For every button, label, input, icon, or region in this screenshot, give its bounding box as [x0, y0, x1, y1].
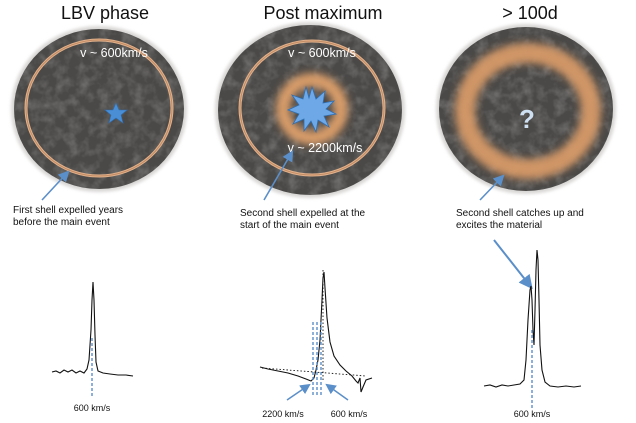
velocity-label-lbv: v ~ 600km/s [80, 46, 148, 60]
spectrum-pointer-arrow [493, 239, 533, 290]
caption-line: First shell expelled years [13, 205, 124, 216]
caption-arrow-100d [479, 174, 505, 201]
caption-arrow-lbv [41, 170, 70, 201]
caption-arrow-post-max [263, 150, 294, 201]
caption-lbv: First shell expelled years before the ma… [13, 205, 123, 229]
caption-line: Second shell expelled at the [240, 208, 366, 219]
spectrum-100d [483, 249, 582, 408]
spectrum-post-max [259, 270, 373, 397]
velocity-outer-label-post-max: v ~ 600km/s [288, 46, 356, 60]
nebula-post-max [215, 22, 405, 198]
spectrum-label-100d: 600 km/s [514, 409, 551, 419]
caption-post-max: Second shell expelled at the start of th… [240, 208, 365, 232]
panel-title-100d: > 100d [502, 3, 558, 23]
arrow-600 [325, 383, 349, 401]
caption-line: before the main event [13, 217, 110, 228]
spectrum-label-lbv: 600 km/s [74, 403, 111, 413]
spectrum-label-600: 600 km/s [331, 409, 368, 419]
spectrum-lbv [51, 281, 134, 397]
nebula-100d: ? [436, 24, 616, 194]
velocity-inner-label-post-max: v ~ 2200km/s [288, 141, 363, 155]
star-icon [104, 102, 128, 124]
panel-title-lbv: LBV phase [61, 3, 149, 23]
merged-shell-glow [455, 43, 601, 179]
caption-line: Second shell catches up and [456, 208, 584, 219]
caption-100d: Second shell catches up and excites the … [456, 208, 584, 232]
question-mark-icon: ? [519, 104, 535, 134]
arrow-2200 [286, 383, 311, 401]
nebula-lbv [11, 26, 187, 192]
burst-star-icon [286, 85, 338, 134]
caption-line: excites the material [456, 220, 543, 231]
spectrum-label-2200: 2200 km/s [262, 409, 304, 419]
inner-shell-halo [276, 73, 348, 145]
panel-title-post-max: Post maximum [263, 3, 382, 23]
caption-line: start of the main event [240, 220, 339, 231]
